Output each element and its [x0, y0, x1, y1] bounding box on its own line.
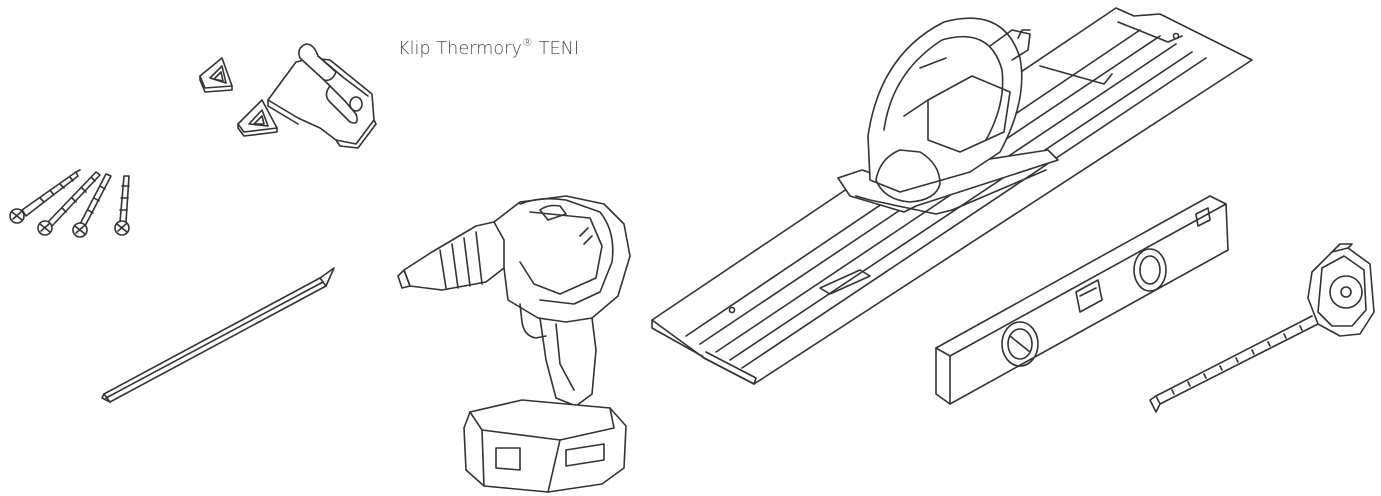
clip-label: Klip Thermory® TENI	[398, 36, 580, 59]
screw-icon	[38, 172, 100, 235]
clip-label-model: TENI	[533, 38, 580, 59]
pencil-icon	[102, 268, 334, 402]
clip-label-name: Klip Thermory	[398, 38, 522, 59]
level-icon	[936, 196, 1228, 404]
triangle-wedge-icon	[238, 100, 277, 136]
tape-measure-icon	[1150, 244, 1374, 412]
screw-icon	[115, 176, 129, 235]
triangle-wedge-icon	[200, 58, 232, 92]
hinge-clip-icon	[268, 44, 376, 148]
circular-saw-icon	[652, 8, 1252, 384]
drill-icon	[398, 196, 630, 492]
registered-mark: ®	[521, 36, 534, 49]
screw-icon	[10, 170, 80, 223]
screw-icon	[73, 174, 111, 237]
